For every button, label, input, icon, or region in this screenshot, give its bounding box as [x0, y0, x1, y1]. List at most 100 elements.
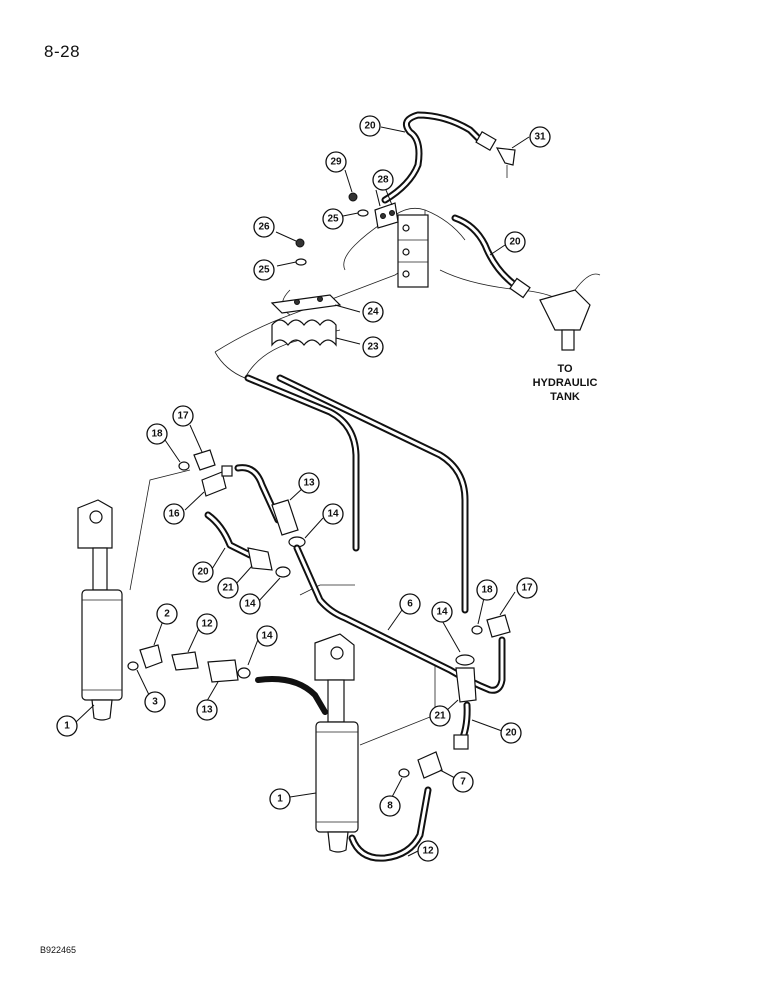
fitting-part-12-left	[171, 651, 199, 671]
svg-text:26: 26	[258, 222, 270, 233]
callout-14d: 14	[431, 601, 453, 623]
nut-part-29	[348, 192, 358, 202]
elbow-fitting-part-17-right	[486, 614, 511, 638]
svg-text:14: 14	[261, 631, 273, 642]
callout-7: 7	[452, 771, 474, 793]
callout-20a: 20	[359, 115, 381, 137]
svg-text:25: 25	[258, 265, 270, 276]
bracket-part-28	[374, 202, 399, 229]
washer-part-25a	[357, 209, 369, 217]
svg-text:28: 28	[377, 175, 389, 186]
callout-14a: 14	[322, 503, 344, 525]
o-ring-part-18-left	[178, 461, 190, 471]
callout-12b: 12	[417, 840, 439, 862]
hose-part-13-left	[207, 659, 239, 683]
callout-6: 6	[399, 593, 421, 615]
svg-text:20: 20	[509, 237, 521, 248]
callout-8: 8	[379, 795, 401, 817]
cylinder-part-1-left	[77, 499, 123, 721]
callout-25a: 25	[322, 208, 344, 230]
callout-20b: 20	[504, 231, 526, 253]
svg-text:31: 31	[534, 132, 546, 143]
clamp-plate-part-24	[270, 294, 342, 314]
washer-part-25b	[295, 258, 307, 266]
callout-14c: 14	[256, 625, 278, 647]
elbow-fitting-part-17-left	[193, 449, 216, 471]
svg-text:12: 12	[201, 619, 213, 630]
callout-1a: 1	[56, 715, 78, 737]
tank-label-line-2: HYDRAULIC	[532, 377, 598, 389]
svg-text:17: 17	[521, 583, 533, 594]
callout-24: 24	[362, 301, 384, 323]
tank-fitting	[539, 273, 601, 351]
callout-26: 26	[253, 216, 275, 238]
elbow-fitting-part-7	[417, 751, 443, 779]
figure-code: B922465	[40, 945, 77, 955]
hose-part-20-middle	[204, 511, 273, 571]
svg-text:25: 25	[327, 214, 339, 225]
svg-text:7: 7	[460, 777, 466, 788]
callout-13b: 13	[196, 699, 218, 721]
long-tube-right	[276, 374, 469, 614]
clamp-part-14-middle	[275, 566, 291, 578]
svg-text:16: 16	[168, 509, 180, 520]
svg-text:23: 23	[367, 342, 379, 353]
callout-14b: 14	[239, 593, 261, 615]
clamp-part-14-right	[455, 654, 475, 666]
clamp-part-14-left	[237, 667, 251, 679]
page-number: 8-28	[44, 42, 81, 61]
callout-12a: 12	[196, 613, 218, 635]
svg-text:14: 14	[244, 599, 256, 610]
svg-text:12: 12	[422, 846, 434, 857]
svg-text:21: 21	[434, 711, 446, 722]
o-ring-part-18-right	[471, 625, 483, 635]
callout-13a: 13	[298, 472, 320, 494]
callout-23: 23	[362, 336, 384, 358]
hose-part-12-lower	[348, 786, 432, 862]
svg-text:13: 13	[201, 705, 213, 716]
o-ring-part-8	[398, 768, 410, 778]
svg-text:8: 8	[387, 801, 393, 812]
tee-fitting-part-16	[201, 465, 233, 497]
o-ring-part-3	[127, 661, 139, 671]
cylinder-part-1-right	[314, 633, 359, 853]
svg-text:20: 20	[364, 121, 376, 132]
callout-17a: 17	[172, 405, 194, 427]
svg-text:14: 14	[327, 509, 339, 520]
callout-2: 2	[156, 603, 178, 625]
svg-text:29: 29	[330, 157, 342, 168]
hose-part-20-tank	[451, 214, 531, 299]
callout-21b: 21	[429, 705, 451, 727]
hose-clamp-part-23	[271, 319, 337, 347]
svg-text:24: 24	[367, 307, 379, 318]
long-tube-left	[244, 374, 360, 552]
callout-29: 29	[325, 151, 347, 173]
svg-text:3: 3	[152, 697, 158, 708]
svg-text:18: 18	[151, 429, 163, 440]
callout-28: 28	[372, 169, 394, 191]
svg-text:1: 1	[64, 721, 70, 732]
hose-part-13-upper	[234, 464, 299, 536]
hydraulic-tank-label: TO HYDRAULIC TANK	[520, 362, 610, 404]
leader-lines	[75, 126, 530, 857]
svg-text:14: 14	[436, 607, 448, 618]
svg-text:18: 18	[481, 585, 493, 596]
svg-text:1: 1	[277, 794, 283, 805]
callout-16: 16	[163, 503, 185, 525]
callout-17b: 17	[516, 577, 538, 599]
valve-block	[397, 214, 429, 288]
callout-31: 31	[529, 126, 551, 148]
callout-20c: 20	[192, 561, 214, 583]
svg-text:6: 6	[407, 599, 413, 610]
svg-text:21: 21	[222, 583, 234, 594]
svg-text:17: 17	[177, 411, 189, 422]
callout-25b: 25	[253, 259, 275, 281]
callout-18b: 18	[476, 579, 498, 601]
hose-part-21-right	[455, 667, 477, 703]
callout-21a: 21	[217, 577, 239, 599]
callout-18a: 18	[146, 423, 168, 445]
tank-label-line-1: TO	[557, 363, 573, 375]
callout-1b: 1	[269, 788, 291, 810]
callout-3: 3	[144, 691, 166, 713]
